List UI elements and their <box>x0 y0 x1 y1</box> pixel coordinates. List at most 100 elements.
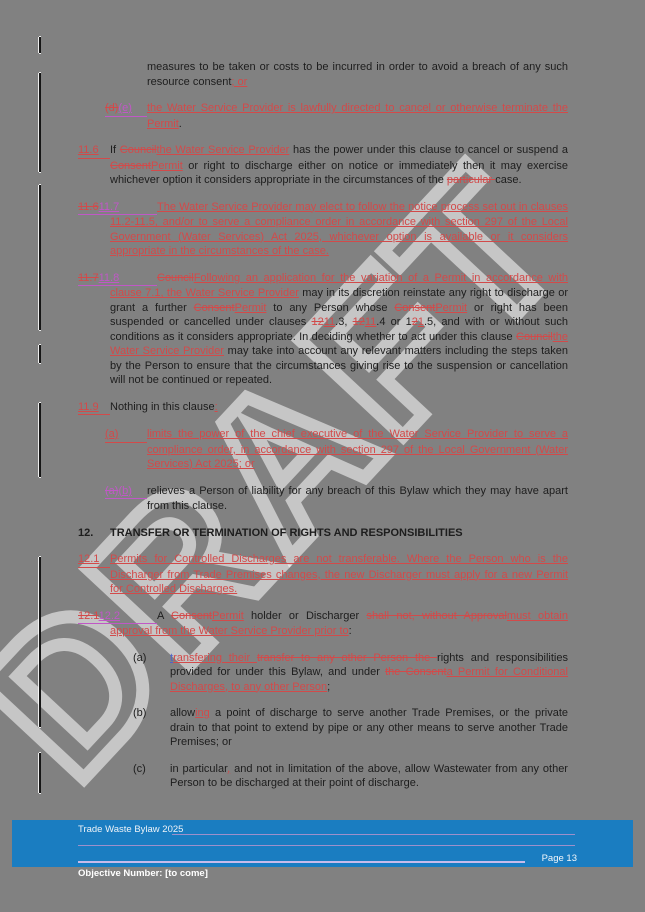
document-body: measures to be taken or costs to be incu… <box>78 60 568 803</box>
text-run: holder or Discharger <box>243 609 367 622</box>
deleted-text-run: 11.6 <box>78 200 99 213</box>
clause-11-9-item-a: (a) limits the power of the chief executi… <box>105 427 568 472</box>
deleted-text-run: Council <box>516 330 553 343</box>
clause-11-9: 11.9 Nothing in this clause: <box>78 400 568 415</box>
clause-number: 11.711.8 <box>78 271 157 286</box>
revision-bar <box>39 557 41 727</box>
deleted-text-run: Consent <box>394 301 436 314</box>
inserted-text-run: Permits for Controlled Discharges are no… <box>110 553 568 595</box>
revision-bar <box>39 185 41 330</box>
text-run: : <box>348 625 352 637</box>
text-run: or right to discharge either on notice o… <box>110 159 568 187</box>
deleted-text-run: 11.7 <box>78 271 99 284</box>
clause-11-9-item-a-b: (a)(b)relieves a Person of liability for… <box>105 484 568 514</box>
clause-number: (a) <box>105 427 147 443</box>
inserted-text-run: 11.6 <box>78 144 99 156</box>
deleted-text-run: shall not, without Approval <box>366 609 507 622</box>
text-run: . <box>178 117 182 130</box>
revision-bar <box>39 753 41 793</box>
text-run: or right has been suspended or cancelled… <box>110 301 569 329</box>
text-run: in particular <box>170 762 228 775</box>
inserted-text-run: ing <box>195 707 210 719</box>
deleted-text-run: Council <box>119 144 157 156</box>
deleted-text-run: (d) <box>105 102 119 114</box>
footer-rule-bottom <box>78 861 525 863</box>
inserted-text-run: limits the power of the chief executive … <box>147 428 568 470</box>
clause-number: (a) <box>133 651 170 666</box>
clause-12-2-item-b: (b) allowing a point of discharge to serv… <box>133 706 568 750</box>
inserted-text-run: Permit <box>435 301 468 314</box>
text-run: (a) <box>133 651 147 664</box>
clause-number: 11.9 <box>78 400 110 415</box>
text-run: TRANSFER OR TERMINATION OF RIGHTS AND RE… <box>110 526 463 539</box>
text-run: If <box>110 144 120 156</box>
text-run: and not in limitation of the above, allo… <box>170 762 568 790</box>
deleted-text-run: transfer to any other Person the <box>256 651 438 664</box>
clause-number: 12.1 <box>78 552 110 568</box>
inserted-text-run: 12.1 <box>78 553 100 565</box>
clause-number: 11.611.7 <box>78 200 157 215</box>
text-run: .3, <box>335 316 353 328</box>
footer-rule-middle <box>78 845 575 846</box>
text-run: may take into account any relevant matte… <box>110 345 568 386</box>
inserted-text-run: 11.9 <box>78 400 99 413</box>
footer-band: Trade Waste Bylaw 2025 Page 13 <box>12 820 633 867</box>
inserted-text-run: : <box>214 400 218 413</box>
text-run: to any Person whose <box>266 301 395 314</box>
text-run: may in its discretion reinstate any righ… <box>110 287 568 314</box>
deleted-text-run: (a) <box>105 484 119 497</box>
footer-objective-number: Objective Number: [to come] <box>78 868 208 879</box>
clause-number: (a)(b) <box>105 484 147 499</box>
clause-continuation-paragraph: measures to be taken or costs to be incu… <box>147 60 568 89</box>
clause-number: (d)(e) <box>105 101 147 117</box>
inserted-text-run: t <box>170 651 174 664</box>
clause-12-2-item-a: (a) transfering their transfer to any oth… <box>133 651 568 695</box>
deleted-text-run: Council <box>157 271 194 284</box>
text-run: (b) <box>133 707 147 719</box>
revision-bar <box>39 403 41 477</box>
inserted-text-run: The Water Service Provider may elect to … <box>110 200 568 258</box>
text-run: a point of discharge to serve another Tr… <box>170 707 568 748</box>
deleted-text-run: 12.1 <box>78 609 99 622</box>
deleted-text-run: 12 <box>311 316 324 328</box>
inserted-text-run: Following an application for the variati… <box>110 271 568 300</box>
inserted-text-run: 1 <box>417 316 424 328</box>
inserted-text-run: (e) <box>118 102 132 114</box>
inserted-text-run: , <box>227 762 231 775</box>
inserted-text-run: Permit <box>212 609 244 622</box>
deleted-text-run: Consent <box>193 301 235 314</box>
text-run: .4 or 1 <box>376 316 412 328</box>
deleted-text-run: particular <box>446 174 496 186</box>
revision-bar <box>39 73 41 172</box>
text-run: rights and responsibilities provided for… <box>170 651 568 679</box>
text-run: allow <box>170 707 196 719</box>
text-run: Nothing in this clause <box>110 400 215 413</box>
revision-bar <box>39 37 41 53</box>
inserted-text-run: 11 <box>323 316 336 328</box>
inserted-text-run: 11 <box>364 316 377 328</box>
inserted-text-run: (a) <box>105 428 119 440</box>
clause-12-2-item-c: (c)in particular, and not in limitation … <box>133 762 568 791</box>
inserted-text-run: a Permit for Conditional Discharges, to … <box>170 666 568 693</box>
revision-bar <box>39 345 41 363</box>
text-run: relieves a Person of liability for any b… <box>147 484 568 513</box>
footer-document-title: Trade Waste Bylaw 2025 <box>78 824 184 835</box>
clause-number: 12.112.2 <box>78 609 157 624</box>
clause-11-6: 11.6 If Councilthe Water Service Provider… <box>78 143 568 188</box>
inserted-text-run: the Water Service Provider <box>110 330 568 358</box>
text-run: has the power under this clause to cance… <box>289 144 568 156</box>
inserted-text-run: ransfering their <box>173 651 257 664</box>
clause-number: 12. <box>78 526 110 541</box>
clause-number: 11.6 <box>78 143 110 159</box>
inserted-text-run: must obtain approval from the Water Serv… <box>110 609 568 638</box>
inserted-text-run: Permit <box>234 301 267 314</box>
inserted-text-run: the Water Service Provider <box>156 144 290 156</box>
deleted-text-run: the Consent <box>385 666 447 678</box>
clause-12-1: 12.1 Permits for Controlled Discharges ar… <box>78 552 568 597</box>
text-run: 12. <box>78 526 94 539</box>
deleted-text-run: Consent <box>110 159 151 172</box>
